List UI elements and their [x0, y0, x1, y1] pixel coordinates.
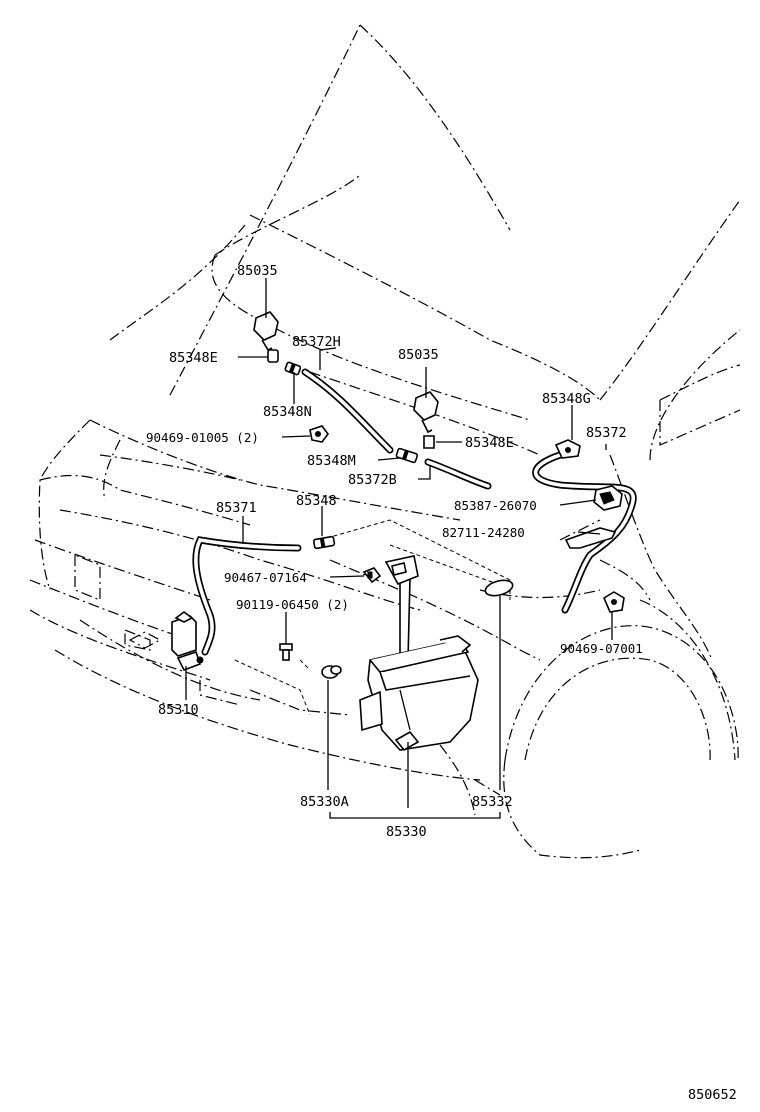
hose-85372h	[301, 368, 394, 454]
label-clip-lower-right: 90469-07001	[560, 641, 643, 656]
clip-90467-07164	[362, 567, 382, 584]
joint-85348e-left	[267, 349, 279, 363]
part-labels: 85035 85372H 85035 85348E 85348G 85348N …	[146, 263, 737, 1103]
label-joint-m: 85348M	[307, 453, 356, 469]
label-hose-b: 85372B	[348, 472, 397, 488]
joint-85348n	[284, 361, 302, 376]
hose-85372	[532, 451, 637, 614]
label-hose-upper: 85372H	[292, 334, 341, 350]
hose-85372b	[424, 458, 492, 490]
label-joint-n: 85348N	[263, 404, 312, 420]
label-pump: 85310	[158, 702, 199, 718]
label-tank: 85330	[386, 824, 427, 840]
vehicle-outline	[29, 24, 741, 859]
label-cap: 85332	[472, 794, 513, 810]
hose-85371	[192, 536, 302, 656]
label-clip-tank: 90467-07164	[224, 570, 307, 585]
label-clamp-right: 85387-26070	[454, 498, 537, 513]
label-clip-left: 90469-01005 (2)	[146, 430, 259, 445]
joint-85348g	[554, 439, 581, 459]
label-joint-85348: 85348	[296, 493, 337, 509]
grommet-85330a	[321, 665, 342, 679]
washer-tank-85330	[359, 555, 479, 752]
label-joint-g: 85348G	[542, 391, 591, 407]
washer-pump-85310	[128, 611, 204, 672]
clamp-85387-26070	[593, 485, 623, 511]
label-bolt-tank: 90119-06450 (2)	[236, 597, 349, 612]
label-hose-pump: 85371	[216, 500, 257, 516]
label-joint-left-e: 85348E	[169, 350, 218, 366]
clip-90469-01005	[309, 425, 329, 443]
label-bracket-right: 82711-24280	[442, 525, 525, 540]
joint-85348	[312, 535, 336, 550]
cap-85332	[484, 579, 514, 597]
bolt-90119-06450	[279, 643, 293, 661]
label-grommet: 85330A	[300, 794, 349, 810]
label-hose-right: 85372	[586, 425, 627, 441]
washer-nozzle-left	[253, 311, 279, 352]
label-nozzle-right: 85035	[398, 347, 439, 363]
label-joint-right-e: 85348E	[465, 435, 514, 451]
joint-85348m	[395, 447, 419, 464]
joint-85348e-right	[423, 435, 435, 449]
washer-nozzle-right	[413, 391, 439, 434]
diagram-id: 850652	[688, 1087, 737, 1103]
leader-lines	[185, 278, 613, 819]
label-nozzle-left: 85035	[237, 263, 278, 279]
clip-90469-07001	[602, 591, 625, 613]
bracket-82711-24280	[564, 527, 617, 549]
